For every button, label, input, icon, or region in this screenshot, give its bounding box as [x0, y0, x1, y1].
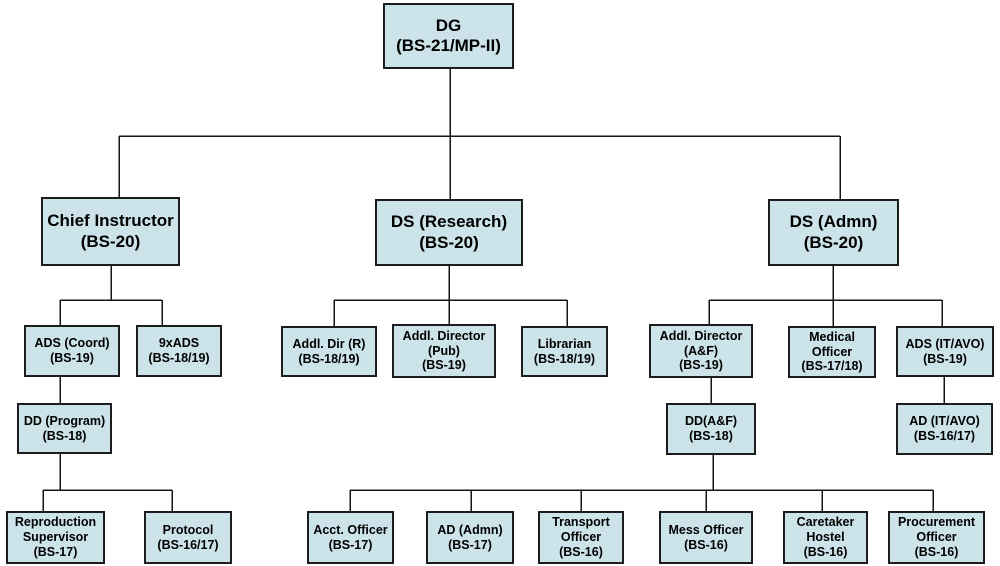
node-grade: (BS-18/19): [533, 351, 596, 366]
node-title: Reproduction Supervisor: [14, 515, 97, 545]
org-node-acct-officer: Acct. Officer (BS-17): [307, 511, 394, 564]
node-title: Addl. Dir (R): [292, 336, 366, 351]
node-grade: (BS-16): [559, 544, 603, 559]
org-node-addl-dir-r: Addl. Dir (R) (BS-18/19): [281, 326, 377, 377]
org-node-ads-coord: ADS (Coord) (BS-19): [24, 325, 120, 377]
node-title: Protocol: [162, 522, 214, 537]
node-title: Transport Officer: [552, 515, 610, 545]
org-node-addl-director-af: Addl. Director (A&F) (BS-19): [649, 324, 753, 378]
node-grade: (BS-17/18): [801, 359, 863, 374]
node-grade: (BS-17): [33, 544, 78, 559]
node-grade: (BS-18/19): [148, 351, 210, 365]
org-node-reproduction-supervisor: Reproduction Supervisor (BS-17): [6, 511, 105, 564]
node-title: Medical Officer: [809, 329, 855, 359]
node-grade: (BS-20): [419, 232, 479, 252]
org-node-ad-it-avo: AD (IT/AVO) (BS-16/17): [896, 403, 993, 455]
org-node-ds-research: DS (Research) (BS-20): [375, 199, 523, 266]
node-title: Acct. Officer: [313, 522, 388, 537]
org-node-ds-admn: DS (Admn) (BS-20): [768, 199, 899, 266]
node-title: Caretaker Hostel: [796, 515, 855, 545]
node-title: AD (IT/AVO): [909, 414, 980, 429]
node-grade: (BS-16/17): [157, 537, 219, 552]
org-node-dd-program: DD (Program) (BS-18): [17, 403, 112, 454]
org-node-ad-admn: AD (Admn) (BS-17): [426, 511, 514, 564]
org-node-protocol: Protocol (BS-16/17): [144, 511, 232, 564]
node-grade: (BS-16): [914, 544, 959, 559]
node-title: Procurement Officer: [897, 515, 976, 545]
org-node-addl-director-pub: Addl. Director (Pub) (BS-19): [392, 324, 496, 378]
node-grade: (BS-18): [42, 428, 87, 443]
node-title: DS (Research): [390, 212, 508, 232]
org-node-dg: DG (BS-21/MP-II): [383, 3, 514, 69]
node-title: DG: [435, 15, 462, 35]
org-node-dd-af: DD(A&F) (BS-18): [666, 403, 756, 455]
node-grade: (BS-19): [679, 358, 723, 373]
node-grade: (BS-21/MP-II): [396, 36, 501, 55]
node-title: AD (Admn): [437, 522, 503, 537]
node-title: DD (Program): [23, 413, 106, 428]
node-grade: (BS-19): [923, 351, 967, 366]
org-node-librarian: Librarian (BS-18/19): [521, 326, 608, 377]
org-node-ads-it-avo: ADS (IT/AVO) (BS-19): [896, 326, 994, 377]
node-grade: (BS-19): [422, 358, 466, 373]
node-title: Librarian: [537, 336, 592, 351]
node-grade: (BS-16/17): [913, 429, 976, 443]
node-grade: (BS-20): [803, 232, 864, 252]
node-title: 9xADS: [158, 336, 200, 351]
connector-path: [42, 69, 945, 511]
org-node-9xads: 9xADS (BS-18/19): [136, 325, 222, 377]
node-title: Addl. Director (Pub): [402, 328, 486, 358]
node-grade: (BS-16): [684, 537, 728, 552]
node-title: DS (Admn): [789, 212, 878, 232]
org-node-chief-instructor: Chief Instructor (BS-20): [41, 197, 180, 266]
node-grade: (BS-17): [328, 537, 373, 552]
node-grade: (BS-18/19): [298, 351, 360, 366]
node-grade: (BS-19): [50, 351, 94, 365]
node-title: Addl. Director (A&F): [659, 328, 743, 358]
node-grade: (BS-16): [803, 544, 848, 559]
node-title: Chief Instructor: [47, 211, 174, 231]
node-grade: (BS-17): [448, 537, 492, 552]
org-node-caretaker-hostel: Caretaker Hostel (BS-16): [783, 511, 868, 564]
node-title: DD(A&F): [684, 414, 738, 429]
org-node-mess-officer: Mess Officer (BS-16): [659, 511, 753, 564]
node-title: Mess Officer: [668, 522, 744, 537]
node-title: ADS (Coord): [34, 336, 110, 351]
org-node-transport-officer: Transport Officer (BS-16): [538, 511, 624, 564]
org-node-medical-officer: Medical Officer (BS-17/18): [788, 326, 876, 378]
node-grade: (BS-20): [80, 231, 141, 251]
node-title: ADS (IT/AVO): [905, 336, 985, 351]
node-grade: (BS-18): [689, 429, 733, 443]
org-node-procurement-officer: Procurement Officer (BS-16): [888, 511, 985, 564]
